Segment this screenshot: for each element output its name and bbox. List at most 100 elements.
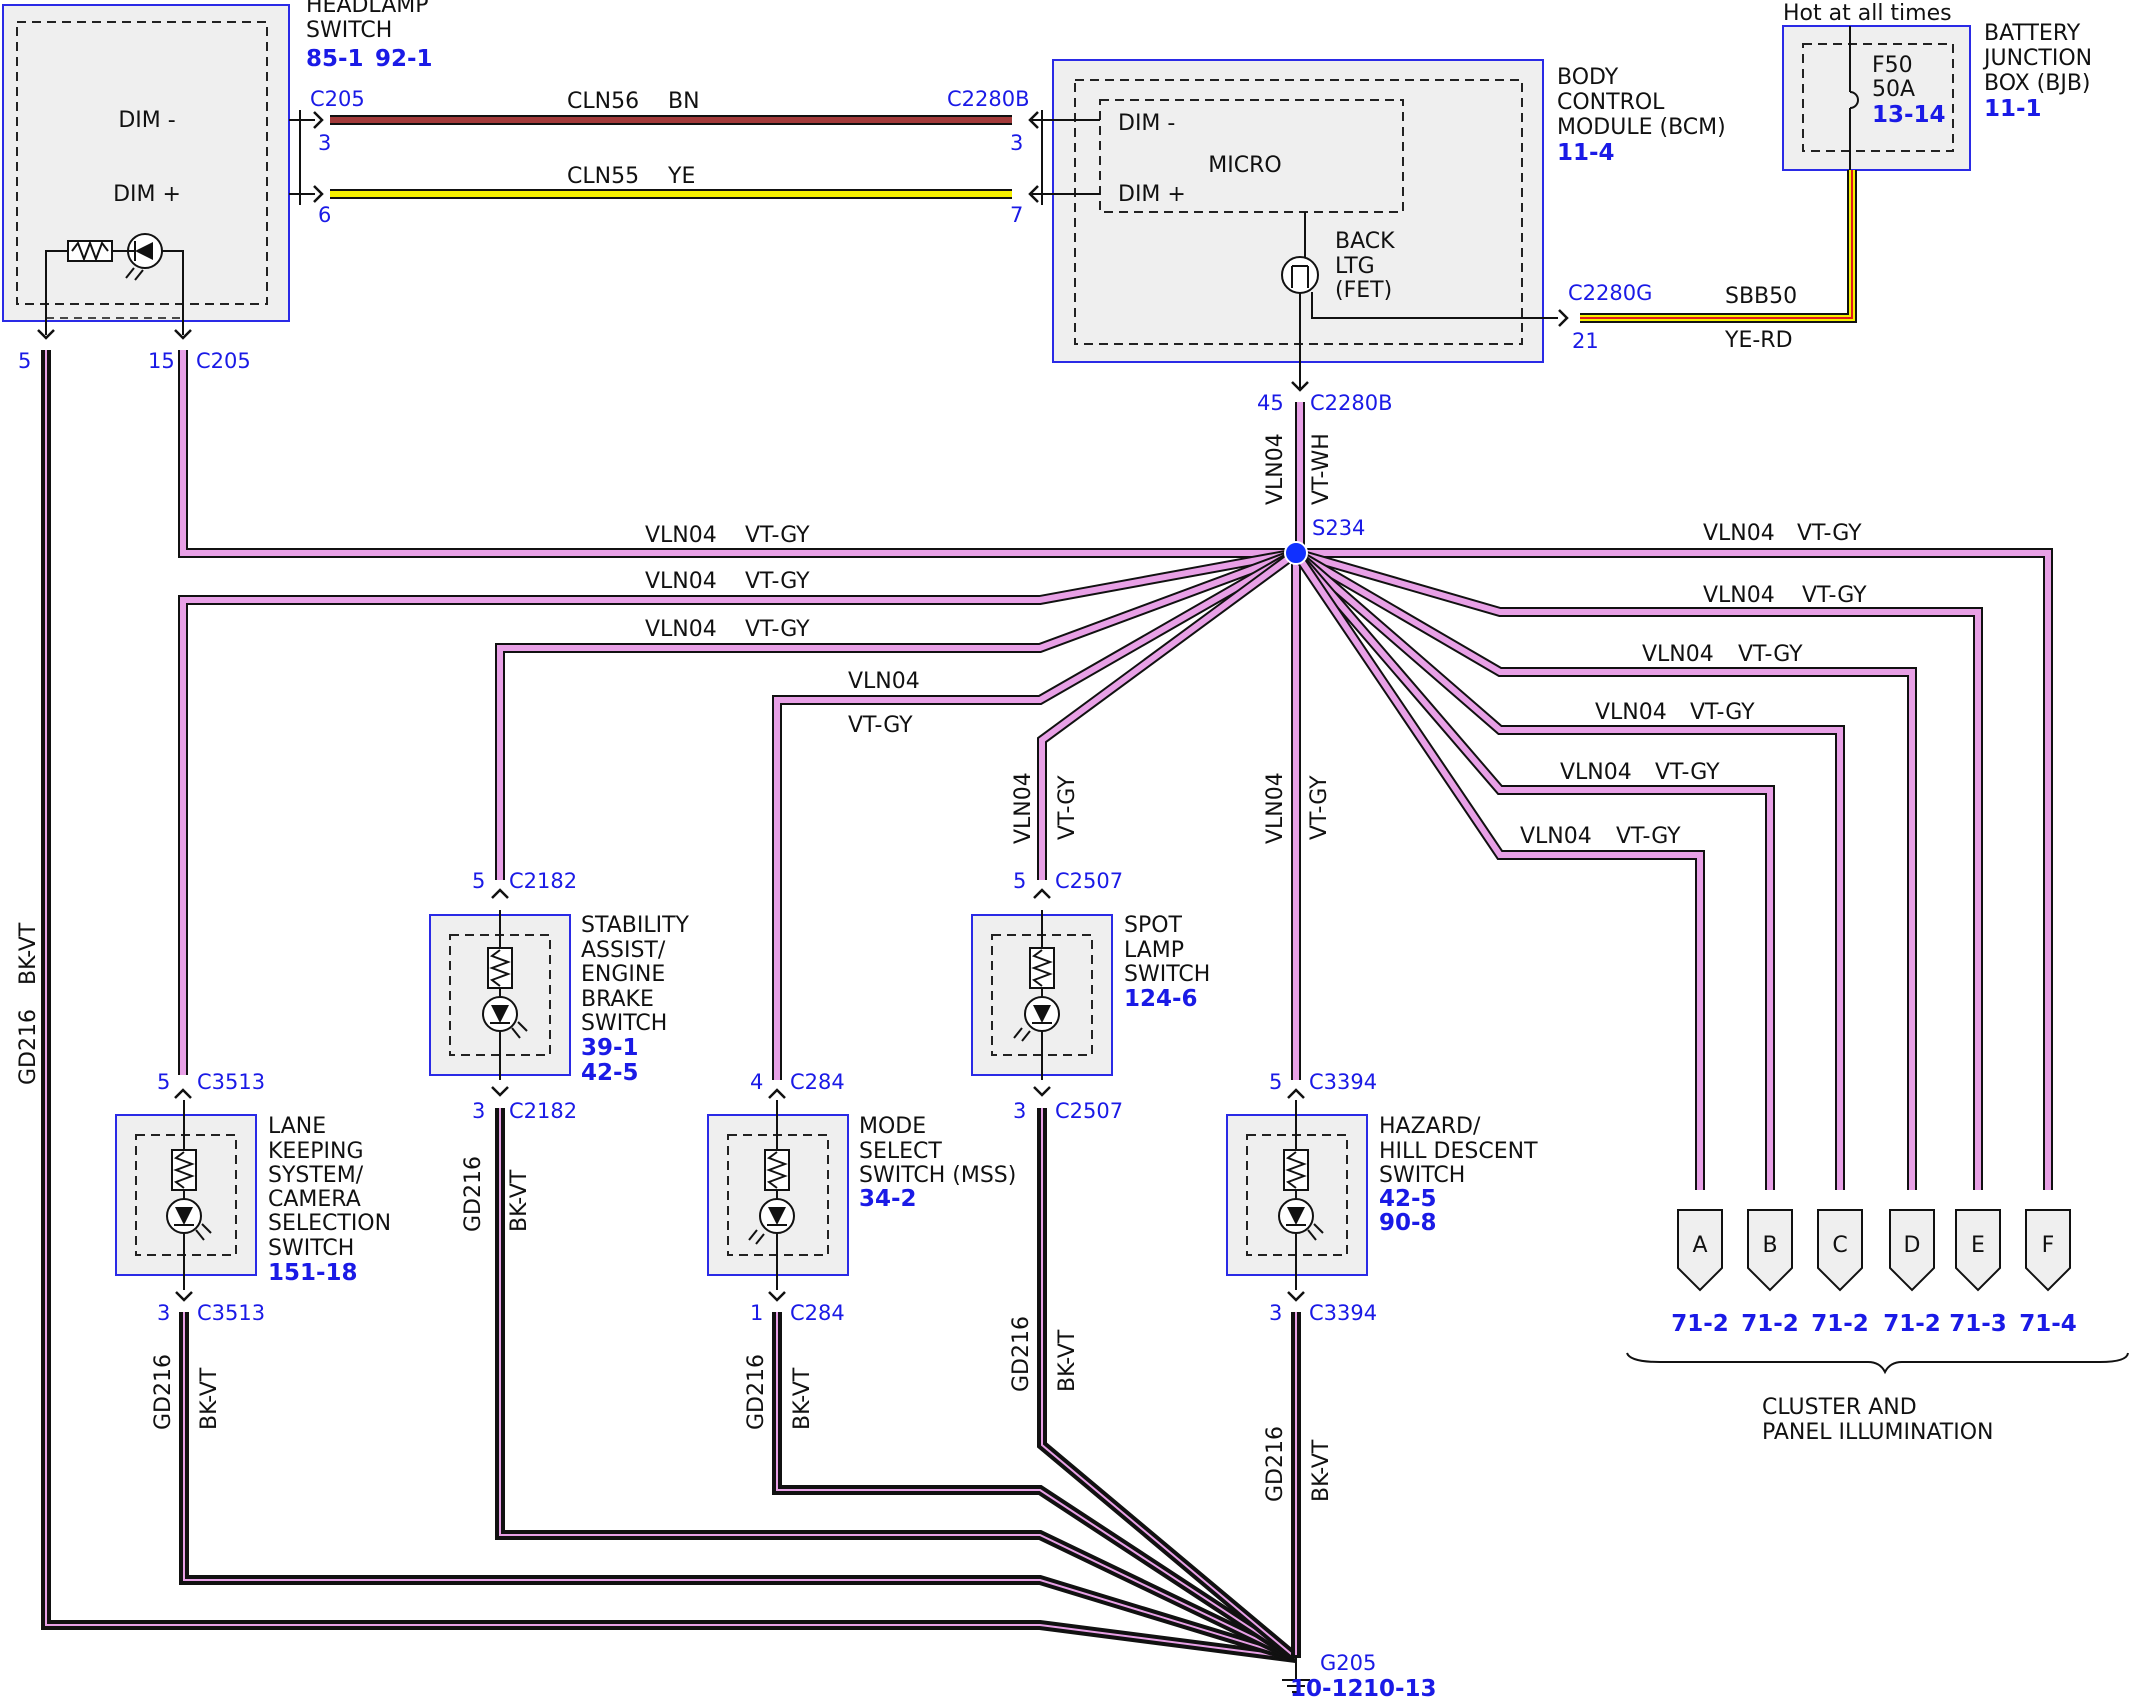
bjb-fuse-id: F50 [1872,53,1913,78]
pin-c2507-5: 5 [1013,869,1026,893]
connector-c205-pin15-arrow [174,329,192,340]
mode-select-switch-name-line2: SELECT [859,1139,942,1164]
wire-gd216-headlamp [41,350,1297,1663]
stability-switch-name-line3: ENGINE [581,962,665,987]
headlamp-illumination-led-icon [45,233,184,335]
wire-label-vln04-f-circuit: VLN04 [1703,521,1775,546]
wire-label-vln04-d-circuit: VLN04 [1642,642,1714,667]
connector-label-c205-bottom: C205 [196,349,251,373]
wire-label-vln04-a-color: VT-GY [1616,824,1681,849]
wire-label-gd216-lane-color: BK-VT [197,1367,222,1430]
hazard-switch-ref-2: 90-8 [1379,1210,1437,1236]
pin-c3394-5: 5 [1269,1070,1282,1094]
wire-label-sbb50-circuit: SBB50 [1725,284,1797,309]
cluster-connector-ref: 71-2 [1741,1311,1799,1337]
connector-label-c2280b-top: C2280B [947,87,1030,111]
wire-label-gd216-left-color: BK-VT [16,922,41,985]
headlamp-switch-ref-1: 85-1 [306,46,364,72]
pin-c284-4: 4 [750,1070,763,1094]
body-control-module: DIM - DIM + MICRO BACK LTG (FET) BODY CO… [1052,59,1726,388]
bcm-name-line3: MODULE (BCM) [1557,115,1726,140]
wire-label-vln04-f-color: VT-GY [1797,521,1862,546]
lane-keeping-switch-name-line6: SWITCH [268,1236,354,1261]
spot-lamp-switch-led-icon [1013,910,1060,1080]
connector-c205-pin3-arrow [313,111,324,129]
connector-label-c3394-top: C3394 [1309,1070,1377,1094]
wire-label-vln04-mode-color: VT-GY [848,713,913,738]
wire-label-vln04-wh-circuit: VLN04 [1263,433,1288,505]
wire-vln04-cluster-b [1292,549,1775,1190]
bcm-micro-label: MICRO [1208,153,1281,178]
pin-c2280b-7: 7 [1010,203,1023,227]
fuse-icon [1849,91,1859,109]
wire-label-gd216-hazard-color: BK-VT [1309,1439,1334,1502]
bcm-ref: 11-4 [1557,140,1615,166]
wire-label-vln04-wh-color: VT-WH [1309,433,1334,505]
pin-c3513-3: 3 [157,1301,170,1325]
wire-label-vln04-spot-color: VT-GY [1055,775,1080,840]
bcm-backlight-label-line3: (FET) [1335,278,1392,303]
ground-ref-1: 10-12 [1290,1676,1364,1697]
connector-c2280b-pin3-arrow [1028,111,1039,129]
connector-c2507-pin3-arrow [1033,1086,1051,1097]
mode-select-switch-name-line3: SWITCH (MSS) [859,1163,1016,1188]
headlamp-switch: DIM - DIM + HEADLAMP SWITCH 85-1 92-1 [2,0,433,335]
bjb-hot-at-all-times: Hot at all times [1783,1,1952,26]
fet-transistor-icon [1281,212,1558,388]
wire-label-gd216-spot-color: BK-VT [1055,1329,1080,1392]
wire-vln04-headlamp [178,350,1296,558]
wire-label-vln04-stability-circuit: VLN04 [645,617,717,642]
bjb-fuse-rating: 50A [1872,77,1915,102]
wire-gd216-stability [495,1108,1299,1663]
wire-vln04-mode-select [772,548,1299,1080]
pin-c2280b-45: 45 [1257,391,1284,415]
lane-keeping-switch: LANE KEEPING SYSTEM/ CAMERA SELECTION SW… [115,1100,391,1290]
bcm-backlight-label-line1: BACK [1335,229,1395,254]
cluster-connector-f: F71-4 [2019,1209,2077,1337]
connector-label-c2280g: C2280G [1568,281,1652,305]
wire-label-vln04-hazard-color: VT-GY [1307,775,1332,840]
wire-vln04-cluster-a [1291,550,1705,1190]
stability-switch-led-icon [482,910,528,1080]
spot-lamp-switch-name-line2: LAMP [1124,938,1184,963]
wire-label-vln04-e-color: VT-GY [1802,583,1867,608]
splice-s234-icon [1284,541,1308,565]
cluster-connector-d: D71-2 [1883,1209,1941,1337]
wire-label-cln56-color: BN [668,89,700,114]
stability-assist-switch: STABILITY ASSIST/ ENGINE BRAKE SWITCH 39… [429,910,690,1086]
bjb-name-line3: BOX (BJB) [1984,71,2091,96]
pin-c284-1: 1 [750,1301,763,1325]
wire-label-vln04-spot-circuit: VLN04 [1011,772,1036,844]
wire-label-vln04-headlamp-color: VT-GY [745,523,810,548]
connector-label-c2507-top: C2507 [1055,869,1123,893]
connector-label-c2507-bottom: C2507 [1055,1099,1123,1123]
bcm-name-line1: BODY [1557,65,1619,90]
connector-c205-pin6-arrow [313,185,324,203]
wire-label-gd216-spot-circuit: GD216 [1009,1316,1034,1392]
wire-label-vln04-c-circuit: VLN04 [1595,700,1667,725]
wire-vln04-spot-lamp [1037,548,1299,880]
connector-label-c2182-top: C2182 [509,869,577,893]
stability-switch-name-line4: BRAKE [581,987,654,1012]
bjb-name-line2: JUNCTION [1982,46,2092,71]
pin-c2280b-3: 3 [1010,131,1023,155]
connector-c205-pin5-arrow [37,329,55,340]
pin-c3394-3: 3 [1269,1301,1282,1325]
wire-label-gd216-mode-circuit: GD216 [744,1354,769,1430]
connector-c284-pin1-arrow [768,1291,786,1302]
bcm-name-line2: CONTROL [1557,90,1665,115]
headlamp-dim-plus-pin-label: DIM + [113,182,181,207]
headlamp-dim-minus-pin-label: DIM - [118,108,175,133]
bjb-ref: 11-1 [1984,96,2042,122]
headlamp-switch-name-line2: SWITCH [306,18,392,43]
wire-label-vln04-stability-color: VT-GY [745,617,810,642]
wire-label-vln04-b-circuit: VLN04 [1560,760,1632,785]
cluster-connector-label: A [1692,1233,1707,1258]
bjb-fuse-ref: 13-14 [1872,102,1946,128]
wire-label-gd216-hazard-circuit: GD216 [1263,1426,1288,1502]
cluster-connector-ref: 71-2 [1883,1311,1941,1337]
spot-lamp-switch-name-line1: SPOT [1124,913,1183,938]
spot-lamp-switch-name-line3: SWITCH [1124,962,1210,987]
wire-label-vln04-hazard-circuit: VLN04 [1263,772,1288,844]
